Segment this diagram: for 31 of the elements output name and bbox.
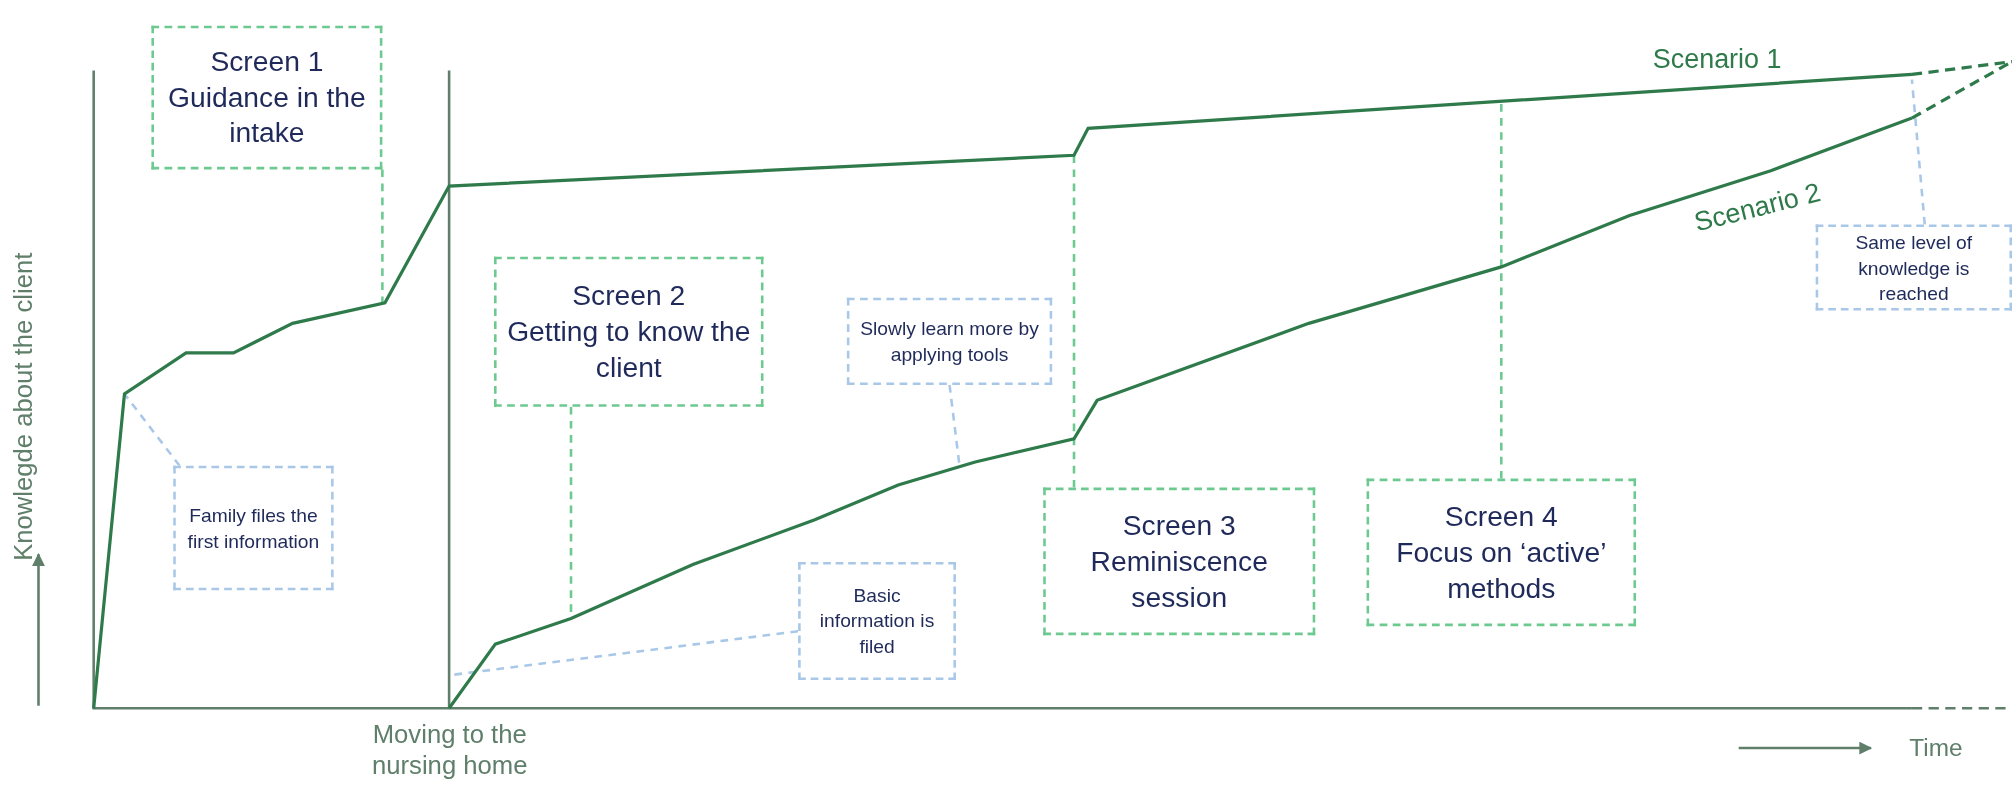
callout-text: Slowly learn more by applying tools [859, 315, 1040, 367]
callout-text: Family files the first information [186, 502, 321, 554]
milestone-label: Moving to the nursing home [371, 718, 529, 781]
leader-line [1910, 79, 1927, 225]
leader-line [381, 169, 384, 303]
callout-text: Basic information is filed [818, 582, 936, 659]
callout-box [1815, 224, 2012, 311]
callout-box [494, 256, 764, 407]
callout-box [1366, 478, 1637, 627]
callout-box [798, 562, 956, 681]
callout-heading: Screen 1 [210, 43, 324, 79]
callout-text: Same level of knowledge is reached [1854, 229, 1974, 306]
callout-box [1043, 487, 1316, 636]
leader-line [1500, 102, 1503, 479]
callout-box [846, 297, 1053, 385]
callout-box [151, 25, 383, 170]
series-label: Scenario 2 [1691, 176, 1824, 238]
axis-title: Time [1909, 732, 1963, 763]
leader-line [1072, 155, 1076, 488]
series-label: Scenario 1 [1652, 43, 1782, 75]
callout-heading: Screen 2 [572, 278, 686, 314]
callout-text: Getting to know the client [506, 314, 751, 385]
callout-text: Guidance in the intake [167, 79, 367, 151]
axis-title: Knowlegde about the client [8, 252, 39, 561]
callout-text: Focus on ‘active’ methods [1395, 534, 1608, 606]
callout-box [173, 465, 334, 591]
callout-heading: Screen 4 [1444, 498, 1558, 534]
callout-heading: Screen 3 [1122, 507, 1236, 543]
leader-line [123, 393, 181, 467]
leader-line [451, 630, 799, 677]
callout-text: Reminiscence session [1089, 543, 1269, 615]
